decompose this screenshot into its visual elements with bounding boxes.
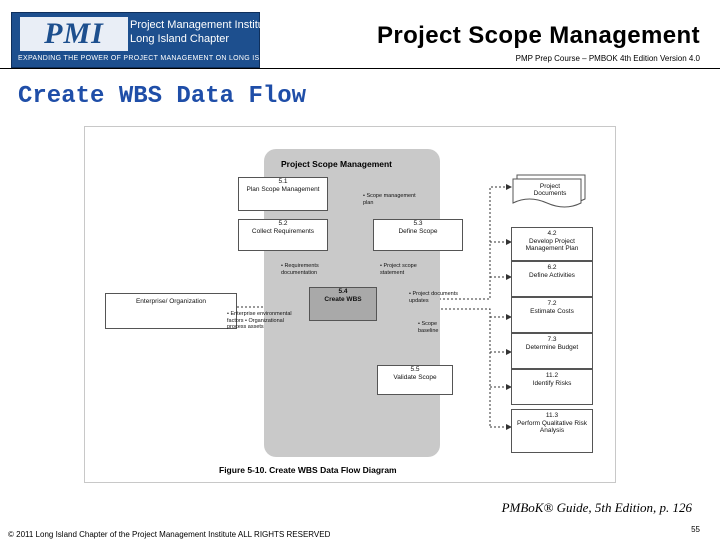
process-number: 7.3 [547, 336, 557, 343]
slide-heading: Create WBS Data Flow [18, 83, 307, 110]
process-number: 5.1 [278, 178, 288, 185]
process-number: 4.2 [547, 230, 557, 237]
header-divider [0, 68, 720, 69]
process-label: Develop Project Management Plan [525, 237, 579, 253]
process-number: 11.3 [545, 412, 559, 419]
source-citation: PMBoK® Guide, 5th Edition, p. 126 [501, 500, 692, 515]
logo-tagline: EXPANDING THE POWER OF PROJECT MANAGEMEN… [18, 55, 280, 62]
process-label: Create WBS [324, 295, 362, 303]
pmi-logo-mark: PMI [20, 17, 128, 51]
logo-org-name: Project Management Institute [130, 19, 274, 31]
process-label: Determine Budget [525, 343, 579, 351]
flow-scope-management-plan: • Scope management plan [363, 193, 416, 206]
process-number: 5.2 [278, 220, 288, 227]
project-documents-label: Project Documents [533, 183, 567, 197]
process-plan-scope: 5.1 Plan Scope Management [238, 177, 328, 211]
process-number: 5.4 [338, 288, 348, 295]
flow-scope-baseline: • Scope baseline [418, 321, 439, 334]
process-create-wbs: 5.4 Create WBS [309, 287, 377, 321]
pmi-logo: PMI Project Management Institute Long Is… [11, 12, 280, 68]
process-validate-scope: 5.5 Validate Scope [377, 365, 453, 395]
logo-chapter-name: Long Island Chapter [130, 33, 230, 45]
flow-project-scope-statement: • Project scope statement [380, 263, 417, 276]
flow-enterprise-inputs: • Enterprise environmental factors • Org… [227, 311, 292, 330]
process-define-scope: 5.3 Define Scope [373, 219, 463, 251]
process-label: Validate Scope [393, 373, 437, 381]
process-label: Plan Scope Management [246, 185, 320, 193]
process-collect-requirements: 5.2 Collect Requirements [238, 219, 328, 251]
enterprise-label: Enterprise/ Organization [135, 298, 207, 305]
slide-title: Project Scope Management [376, 22, 700, 49]
enterprise-organization: Enterprise/ Organization [105, 293, 237, 329]
page-number: 55 [691, 525, 700, 534]
process-label: Estimate Costs [530, 307, 574, 315]
process-number: 7.2 [547, 300, 557, 307]
flow-project-documents-updates: • Project documents updates [409, 291, 459, 304]
process-number: 5.3 [413, 220, 423, 227]
process-number: 5.5 [410, 366, 420, 373]
process-label: Define Activities [529, 271, 575, 279]
process-number: 11.2 [545, 372, 559, 379]
figure-caption: Figure 5-10. Create WBS Data Flow Diagra… [219, 465, 397, 475]
copyright-notice: © 2011 Long Island Chapter of the Projec… [8, 530, 331, 539]
pool-title: Project Scope Management [281, 159, 393, 169]
process-label: Perform Qualitative Risk Analysis [516, 419, 588, 435]
process-label: Collect Requirements [251, 227, 315, 235]
course-subtitle: PMP Prep Course – PMBOK 4th Edition Vers… [515, 54, 700, 63]
data-flow-diagram: Project Scope Management 5.1 Plan Scope … [84, 126, 616, 483]
process-label: Define Scope [398, 227, 438, 235]
project-documents-icon [512, 174, 586, 208]
flow-requirements-documentation: • Requirements documentation [281, 263, 319, 276]
pmi-logo-text: PMI [44, 17, 104, 50]
process-number: 6.2 [547, 264, 557, 271]
process-label: Identify Risks [532, 379, 572, 387]
